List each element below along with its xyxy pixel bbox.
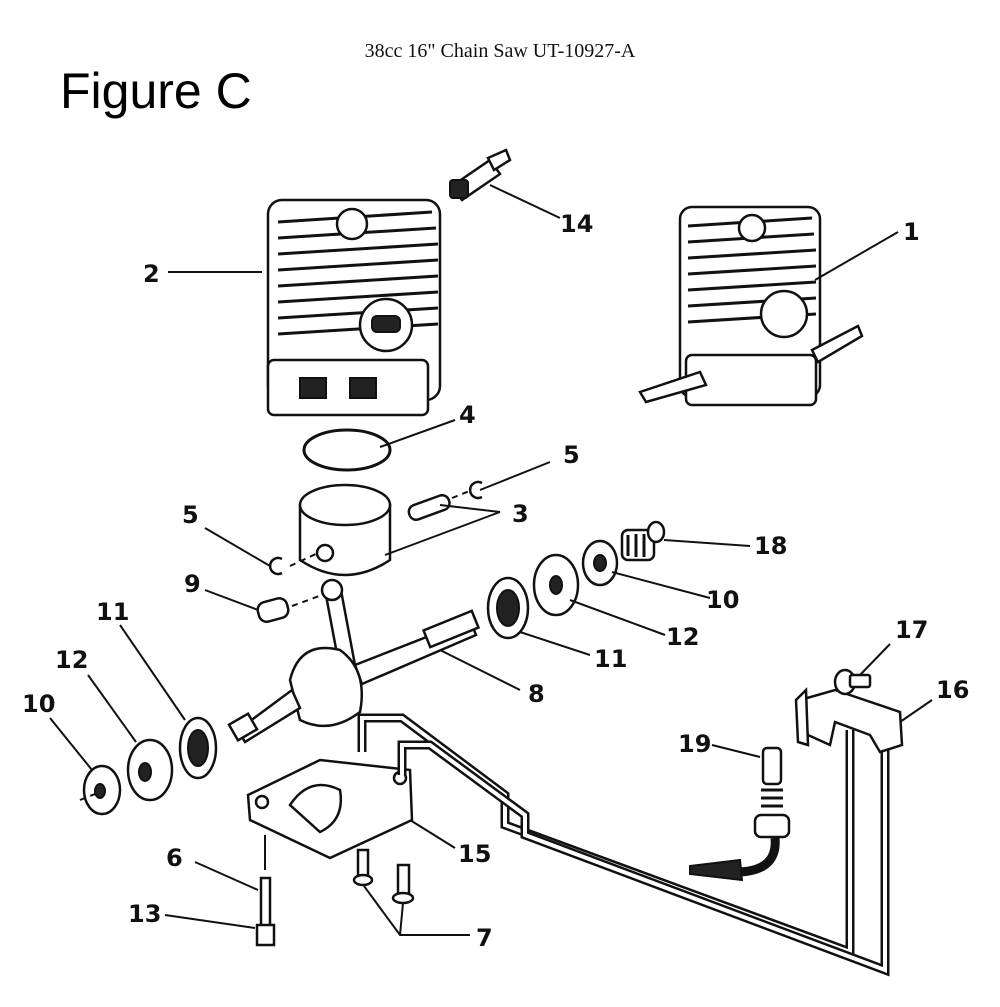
callout-5-right: 5 [563, 441, 580, 469]
callout-2: 2 [143, 260, 160, 288]
bearing-part-11-right [486, 576, 530, 640]
callout-16: 16 [936, 676, 969, 704]
seal-part-12-left [126, 738, 174, 802]
bolt-part-6 [259, 835, 272, 928]
callout-9: 9 [184, 570, 201, 598]
callout-numbers: 2 1 14 4 5 3 5 9 11 12 10 10 12 11 18 8 … [22, 210, 969, 952]
callout-5-left: 5 [182, 501, 199, 529]
cylinder-part-2 [266, 198, 442, 417]
figure-label: Figure C [60, 63, 252, 119]
leader-lines [49, 184, 933, 936]
callout-15: 15 [458, 840, 491, 868]
callout-11-left: 11 [96, 598, 129, 626]
circlip-part-5-right [468, 480, 483, 500]
crankshaft-part-8 [227, 578, 481, 744]
circlip-part-5-left [268, 556, 283, 576]
piston-ring-part-4 [302, 428, 392, 472]
callout-14: 14 [560, 210, 593, 238]
oil-pump-worm-part-18 [620, 520, 666, 562]
callout-19: 19 [678, 730, 711, 758]
callout-18: 18 [754, 532, 787, 560]
callout-1: 1 [903, 218, 920, 246]
callout-10-left: 10 [22, 690, 55, 718]
callout-3: 3 [512, 500, 529, 528]
needle-bearing-part-9 [256, 594, 323, 623]
oil-pickup-part-19 [689, 746, 791, 882]
callout-12-right: 12 [666, 623, 699, 651]
bracket-part-16 [794, 687, 904, 754]
screws-part-7 [352, 848, 415, 905]
callout-4: 4 [459, 401, 476, 429]
seal-part-12-right [532, 553, 580, 617]
screw-part-17 [833, 668, 872, 696]
callout-8: 8 [528, 680, 545, 708]
document-title: 38cc 16" Chain Saw UT-10927-A [364, 40, 636, 62]
spark-plug-part-14 [449, 148, 512, 202]
callout-10-right: 10 [706, 586, 739, 614]
callout-7: 7 [476, 924, 493, 952]
callout-12-left: 12 [55, 646, 88, 674]
callout-17: 17 [895, 616, 928, 644]
callout-13: 13 [128, 900, 161, 928]
bearing-part-11-left [178, 716, 218, 780]
nut-part-13 [255, 923, 276, 947]
crankcase-part-15 [246, 758, 414, 860]
cylinder-assembly-part-1 [638, 205, 864, 407]
piston-part-3 [298, 483, 473, 577]
washer-part-10-left [79, 764, 122, 816]
callout-6: 6 [166, 844, 183, 872]
oil-hose-routing [357, 713, 890, 977]
callout-11-right: 11 [594, 645, 627, 673]
washer-part-10-right [581, 539, 619, 587]
